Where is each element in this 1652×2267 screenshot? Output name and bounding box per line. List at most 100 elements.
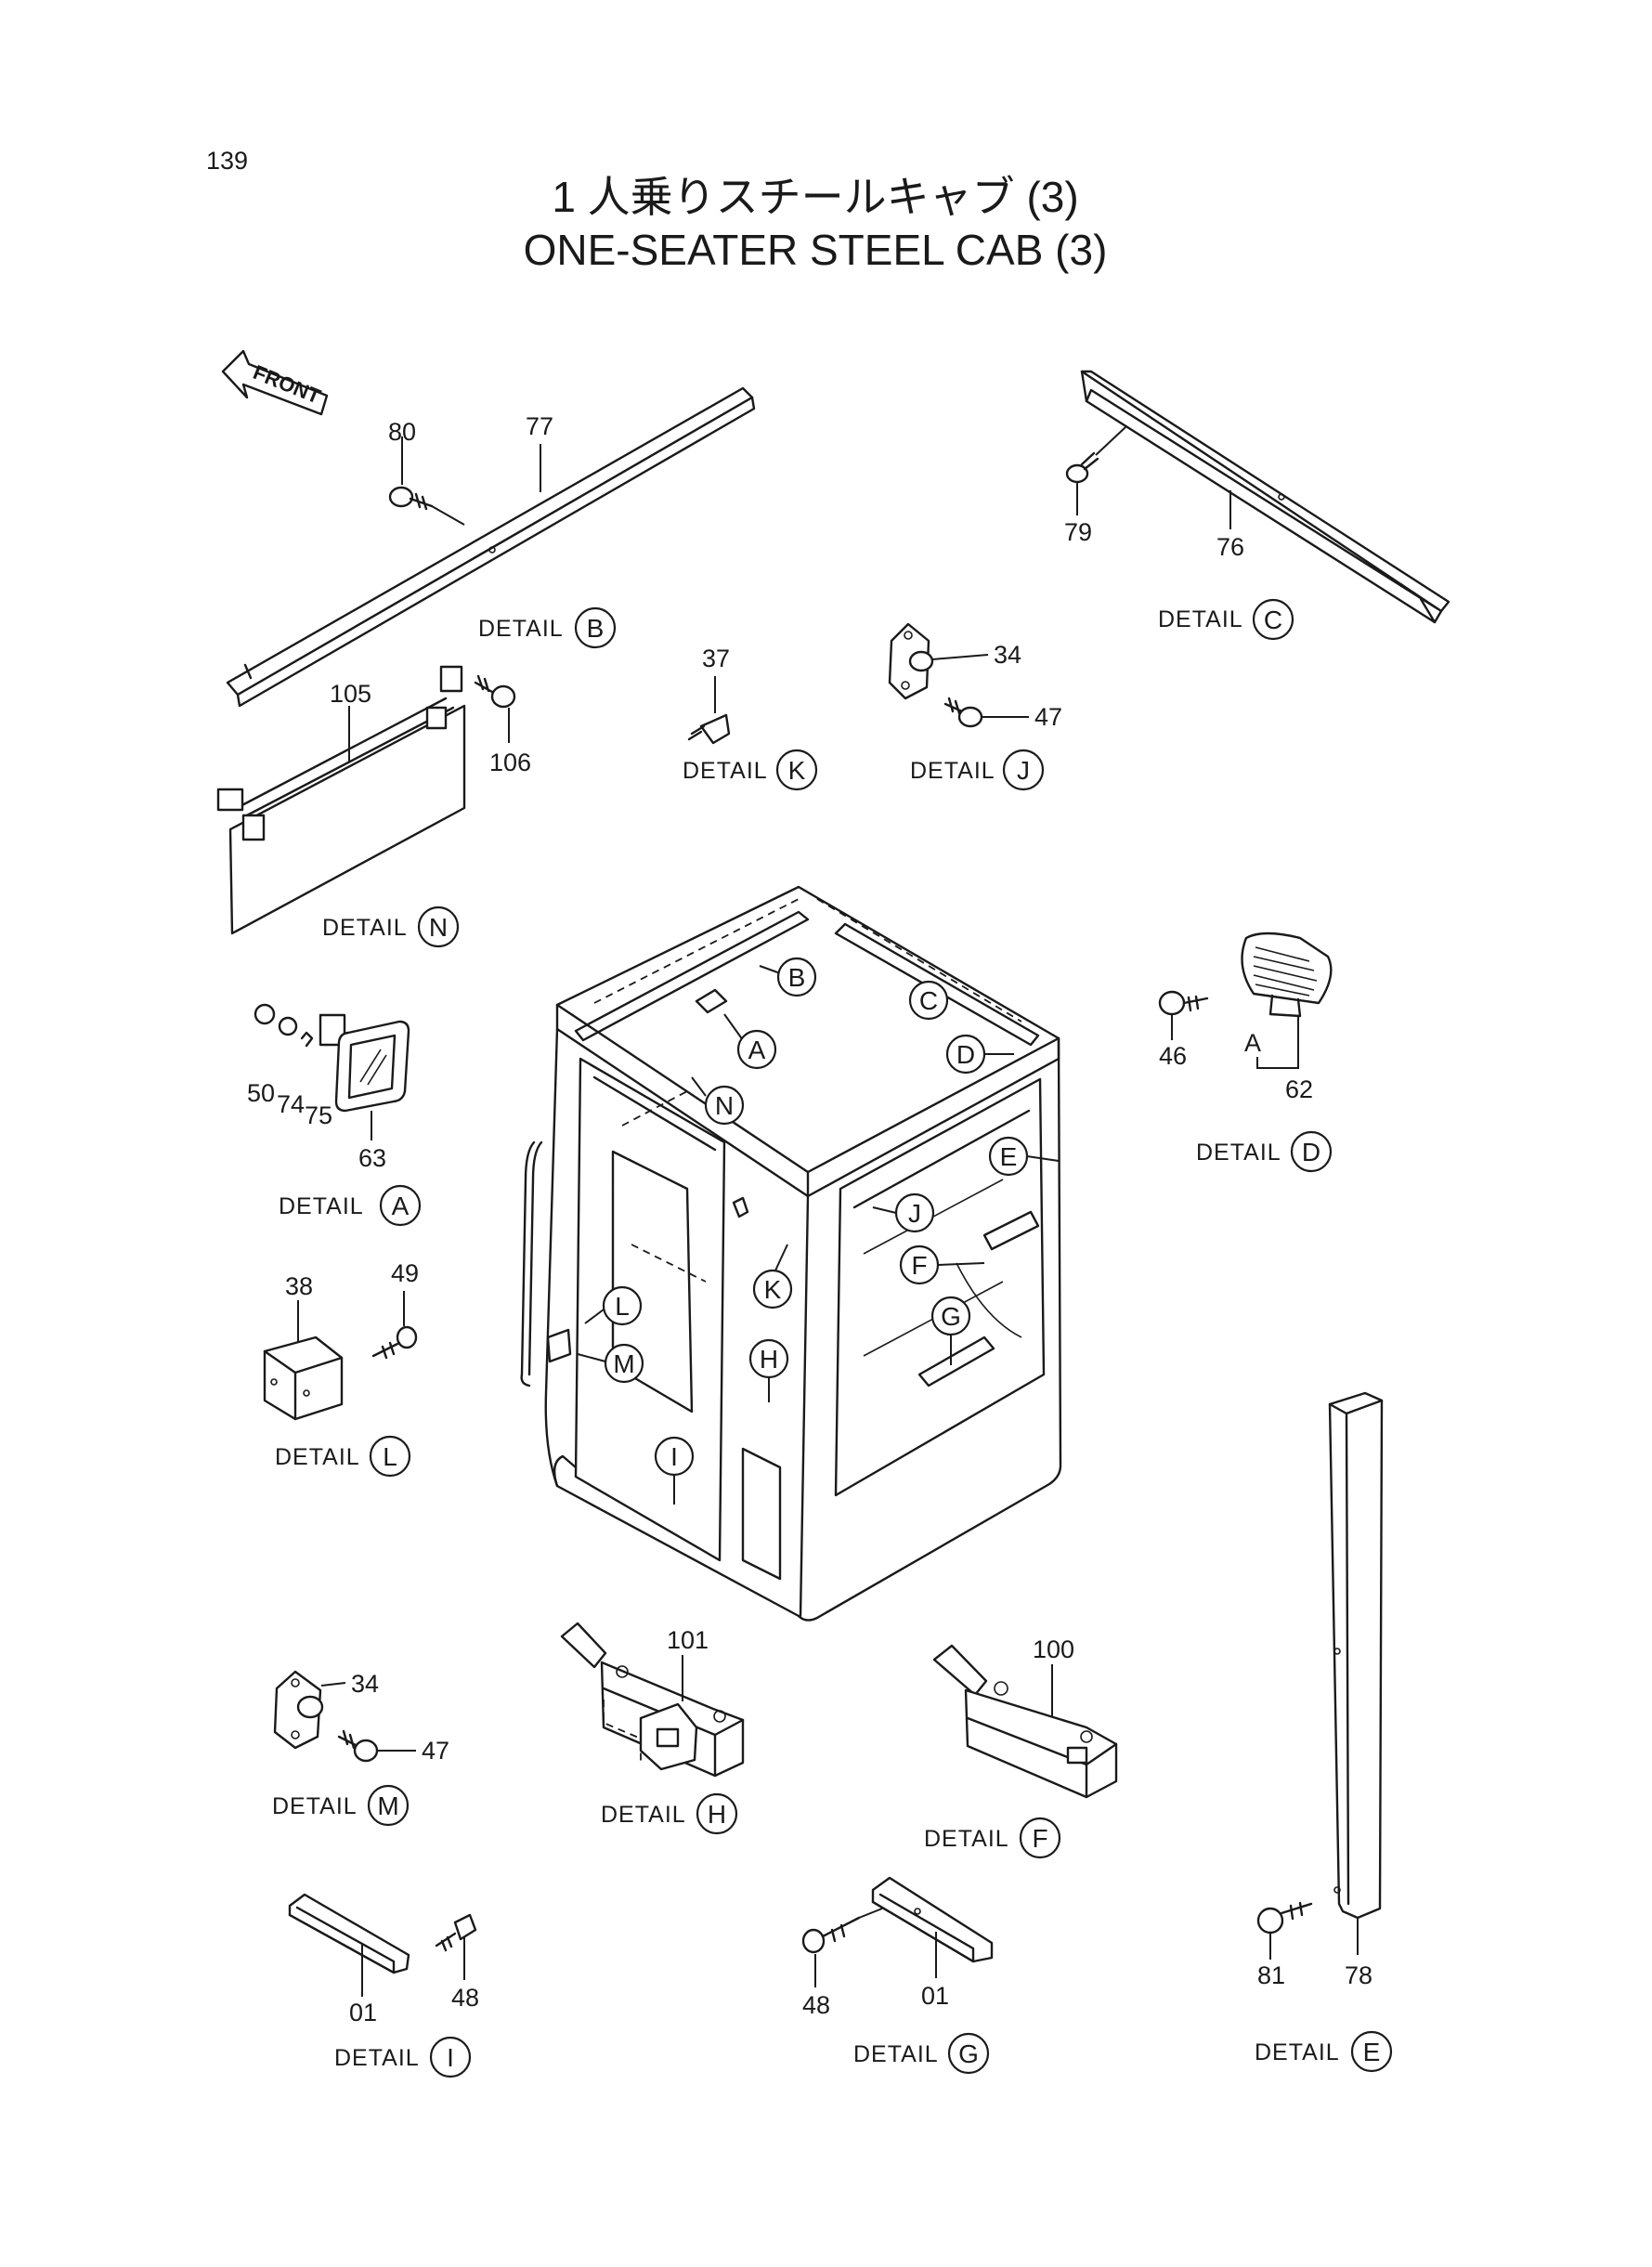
part-80-label: 80	[388, 418, 416, 446]
latch-101-drawing	[560, 1622, 745, 1778]
svg-text:D: D	[1302, 1138, 1320, 1166]
detail-e-label: DETAIL	[1255, 2039, 1340, 2065]
part-46-label: 46	[1159, 1042, 1187, 1070]
detail-h-label: DETAIL	[601, 1802, 686, 1828]
svg-text:A: A	[392, 1192, 410, 1220]
part-76-label: 76	[1216, 533, 1244, 561]
detail-j-label: DETAIL	[910, 758, 995, 784]
svg-text:G: G	[941, 1302, 961, 1331]
mirror-63-drawing	[254, 1003, 410, 1113]
detail-i-label: DETAIL	[334, 2045, 420, 2071]
detail-m-label: DETAIL	[272, 1793, 358, 1819]
part-47-m-label: 47	[422, 1737, 449, 1765]
screw-106-icon	[474, 674, 516, 709]
detail-c-circle	[1252, 598, 1294, 641]
part-79-label: 79	[1064, 518, 1092, 546]
rail-76-drawing	[1080, 370, 1450, 624]
part-50-label: 50	[247, 1079, 275, 1107]
bracket-34-j-drawing	[888, 622, 934, 700]
bolt-79-icon	[1065, 451, 1099, 484]
svg-text:F: F	[1032, 1824, 1047, 1853]
sun-visor-105-drawing	[216, 665, 466, 935]
part-75-label: 75	[305, 1101, 332, 1129]
part-01-i-label: 01	[349, 1999, 377, 2026]
svg-text:L: L	[615, 1292, 630, 1321]
part-48-i-label: 48	[451, 1984, 479, 2012]
svg-text:J: J	[1017, 756, 1030, 785]
detail-l-label: DETAIL	[275, 1444, 360, 1470]
cab-body-drawing	[520, 885, 1062, 1622]
detail-j-circle	[1002, 749, 1045, 791]
detail-l-circle	[369, 1435, 411, 1478]
svg-text:C: C	[1264, 606, 1282, 634]
svg-text:E: E	[1000, 1142, 1018, 1171]
knob-37-icon	[687, 713, 731, 745]
detail-n-circle	[417, 905, 460, 948]
svg-text:H: H	[708, 1800, 726, 1829]
part-100-label: 100	[1033, 1635, 1074, 1663]
part-62-label: 62	[1285, 1075, 1313, 1103]
detail-g-circle	[947, 2032, 990, 2075]
svg-text:K: K	[764, 1275, 782, 1304]
detail-b-circle	[574, 606, 617, 649]
svg-text:I: I	[447, 2043, 454, 2072]
part-81-label: 81	[1257, 1961, 1285, 1989]
part-74-label: 74	[277, 1090, 305, 1118]
strip-01-i-drawing	[288, 1893, 410, 1974]
bolt-47-j-icon	[943, 697, 983, 728]
part-34-m-label: 34	[351, 1670, 379, 1698]
screw-48-i-icon	[435, 1913, 477, 1952]
part-01-g-label: 01	[921, 1982, 949, 2010]
detail-k-label: DETAIL	[683, 758, 768, 784]
svg-text:L: L	[383, 1442, 397, 1471]
svg-text:M: M	[377, 1791, 398, 1820]
bolt-47-m-icon	[337, 1729, 379, 1763]
detail-g-label: DETAIL	[853, 2041, 939, 2067]
part-47-j-label: 47	[1034, 703, 1062, 731]
part-38-label: 38	[285, 1272, 313, 1300]
svg-text:A: A	[748, 1036, 766, 1064]
part-62-ref-label: A	[1244, 1029, 1261, 1057]
svg-text:B: B	[587, 614, 605, 643]
detail-k-circle	[775, 749, 818, 791]
part-106-label: 106	[489, 749, 531, 776]
screw-49-icon	[371, 1325, 418, 1360]
part-37-label: 37	[702, 645, 730, 672]
bolt-81-icon	[1256, 1901, 1313, 1935]
bolt-80-icon	[388, 486, 434, 511]
screw-48-g-icon	[801, 1916, 861, 1954]
detail-h-circle	[696, 1792, 738, 1835]
cab-callouts: B A C D N E J F G K L M H I	[577, 957, 1060, 1505]
detail-f-label: DETAIL	[924, 1826, 1009, 1852]
svg-text:B: B	[788, 963, 806, 992]
detail-a-circle	[379, 1184, 422, 1227]
svg-text:N: N	[429, 913, 448, 942]
svg-text:M: M	[613, 1349, 634, 1378]
detail-n-label: DETAIL	[322, 915, 408, 941]
svg-text:N: N	[715, 1091, 734, 1120]
svg-text:F: F	[911, 1251, 927, 1280]
front-arrow-icon: FRONT	[221, 349, 329, 416]
part-49-label: 49	[391, 1259, 419, 1287]
page-number: 139	[206, 147, 248, 175]
detail-b-label: DETAIL	[478, 616, 564, 642]
part-63-label: 63	[358, 1144, 386, 1172]
svg-text:J: J	[908, 1199, 921, 1228]
detail-f-circle	[1019, 1817, 1061, 1859]
post-78-drawing	[1328, 1391, 1384, 1920]
part-78-label: 78	[1345, 1961, 1372, 1989]
title-japanese: 1 人乗りスチールキャブ (3)	[552, 173, 1078, 221]
detail-e-circle	[1350, 2030, 1393, 2073]
svg-text:G: G	[958, 2039, 979, 2068]
rail-77-drawing	[226, 386, 756, 708]
svg-text:E: E	[1363, 2038, 1381, 2066]
part-34-j-label: 34	[994, 641, 1021, 669]
svg-text:C: C	[919, 986, 938, 1015]
svg-text:H: H	[760, 1345, 778, 1374]
svg-text:K: K	[788, 756, 806, 785]
detail-a-label: DETAIL	[279, 1193, 364, 1219]
part-105-label: 105	[330, 680, 371, 708]
svg-text:D: D	[956, 1040, 975, 1069]
